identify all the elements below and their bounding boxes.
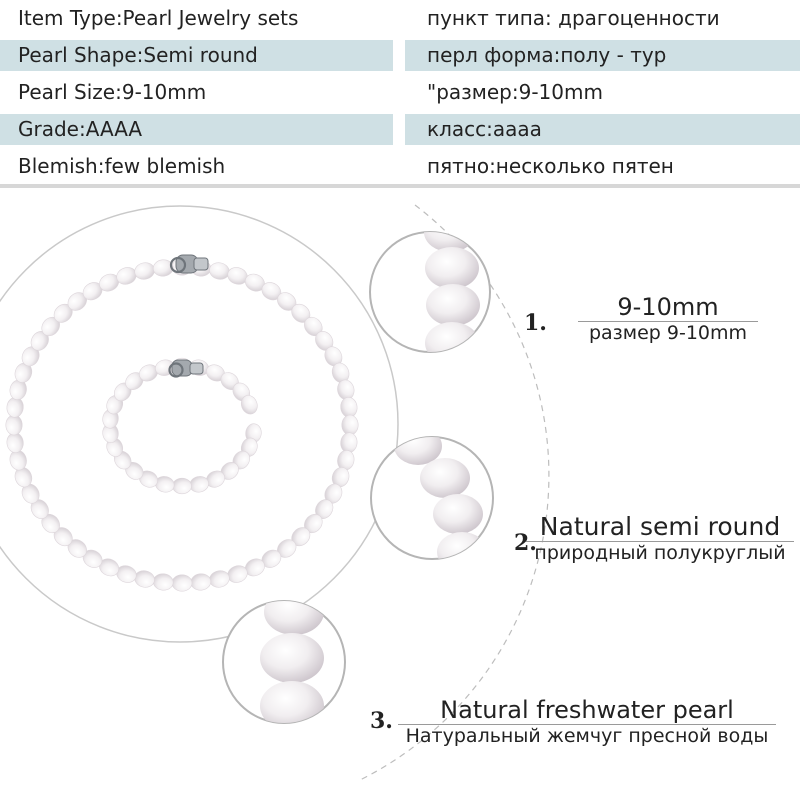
spec-en: Blemish:few blemish [18,154,226,178]
spec-row-shape: Pearl Shape:Semi round перл форма:полу -… [0,37,800,74]
pearl-bead [172,477,192,495]
spec-row-grade: Grade:AAAA класс:аааа [0,111,800,148]
callout-1-en: 9-10mm [617,293,719,321]
callout-number-3: 3. [370,708,393,734]
necklace [5,258,359,592]
callout-3-rule [398,724,776,725]
callout-3-en: Natural freshwater pearl [440,696,734,724]
zoom-circle-2 [370,436,494,560]
callout-2: Natural semi round природный полукруглый [526,512,794,564]
pearl-bead [171,574,193,592]
spec-ru: "размер:9-10mm [427,80,603,104]
callout-number-1: 1. [524,310,547,336]
spec-en: Pearl Size:9-10mm [18,80,207,104]
spec-row-blemish: Blemish:few blemish пятно:несколько пяте… [0,148,800,185]
spec-ru: перл форма:полу - тур [405,40,800,71]
callout-2-rule [526,541,794,542]
callout-3-ru: Натуральный жемчуг пресной воды [405,725,769,747]
pearl-bead [152,259,174,277]
table-bottom-border [0,184,800,188]
pearl-bead [341,414,359,436]
callout-1-rule [578,321,758,322]
callout-number-2: 2. [514,530,537,556]
callout-3: Natural freshwater pearl Натуральный жем… [398,696,776,747]
spec-en: Grade:AAAA [0,114,393,145]
pearl-bead [152,573,174,591]
necklace-clasp-icon [169,254,209,274]
product-illustration: 1. 9-10mm размер 9-10mm 2. Natural semi … [0,188,800,800]
bracelet [102,357,262,495]
spec-row-size: Pearl Size:9-10mm "размер:9-10mm [0,74,800,111]
pearl-bead [209,262,230,280]
callout-2-ru: природный полукруглый [534,542,786,564]
pearl-bead [134,570,155,588]
callout-2-en: Natural semi round [539,512,781,541]
spec-ru: пункт типа: драгоценности [427,6,720,30]
zoom-circle-3 [222,600,346,724]
callout-1-ru: размер 9-10mm [588,322,748,344]
pearl-bead [6,397,24,418]
pearl-bead [340,432,358,453]
spec-en: Pearl Shape:Semi round [0,40,393,71]
spec-row-item-type: Item Type:Pearl Jewelry sets пункт типа:… [0,0,800,37]
spec-ru: пятно:несколько пятен [427,154,674,178]
necklace-backdrop-circle [0,205,399,643]
pearl-artwork [0,204,550,781]
pearl-bead [209,570,230,588]
pearl-bead [190,573,212,591]
bracelet-clasp-icon [168,359,204,378]
spec-table: Item Type:Pearl Jewelry sets пункт типа:… [0,0,800,188]
callout-1: 9-10mm размер 9-10mm [578,293,758,344]
pearl-bead [240,395,258,415]
zoom-circle-1 [369,231,491,353]
spec-ru: класс:аааа [405,114,800,145]
spec-en: Item Type:Pearl Jewelry sets [18,6,299,30]
pearl-bead [5,414,23,436]
pearl-bead [134,262,155,280]
